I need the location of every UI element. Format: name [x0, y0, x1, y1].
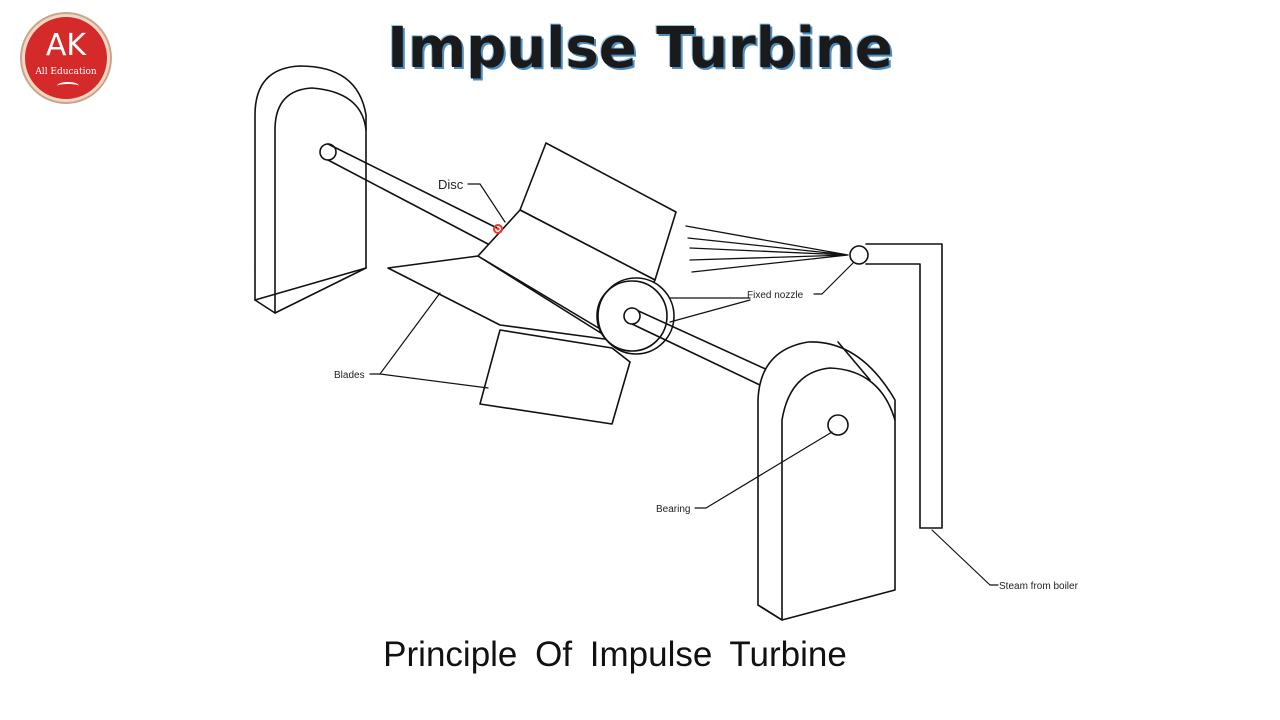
diagram-caption: Principle Of Impulse Turbine: [383, 635, 847, 674]
label-fixed-nozzle: Fixed nozzle: [747, 290, 804, 301]
logo-subtitle: All Education: [35, 67, 97, 77]
steam-jets: [685, 225, 849, 273]
shaft-back: [327, 143, 498, 245]
label-bearing: Bearing: [656, 504, 690, 515]
right-bearing-pedestal: [757, 341, 896, 621]
label-blades: Blades: [334, 370, 365, 381]
label-steam-from-boiler: Steam from boiler: [999, 581, 1079, 592]
left-bearing-pedestal: [254, 65, 367, 314]
fixed-nozzle: [849, 245, 869, 265]
channel-logo: AK All Education: [22, 14, 110, 102]
label-disc: Disc: [438, 177, 464, 192]
blade-lower: [479, 329, 631, 425]
book-icon: [57, 82, 79, 90]
page-title: Impulse Turbine: [387, 16, 893, 81]
shaft-front: [631, 307, 773, 387]
steam-pipe: [865, 243, 943, 529]
logo-initials: AK: [45, 28, 87, 63]
laser-pointer: [493, 224, 503, 234]
